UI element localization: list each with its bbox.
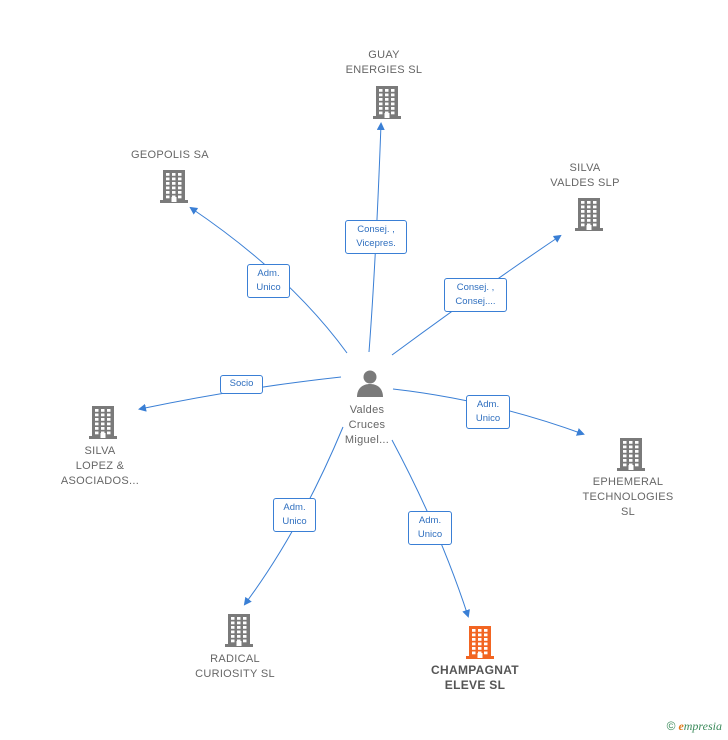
company-label-silva_lopez[interactable]: SILVA LOPEZ & ASOCIADOS... (60, 445, 140, 487)
building-icon[interactable] (370, 84, 404, 125)
company-label-silva_valdes[interactable]: SILVA VALDES SLP (550, 162, 620, 189)
building-icon[interactable] (614, 436, 648, 477)
edge-label-guay[interactable]: Consej. , Vicepres. (345, 220, 407, 254)
building-icon[interactable] (157, 168, 191, 209)
company-label-ephemeral[interactable]: EPHEMERAL TECHNOLOGIES SL (582, 476, 674, 518)
building-icon[interactable] (222, 612, 256, 653)
company-label-champagnat[interactable]: CHAMPAGNAT ELEVE SL (431, 663, 519, 692)
building-icon[interactable] (572, 196, 606, 237)
company-label-radical[interactable]: RADICAL CURIOSITY SL (195, 653, 275, 680)
center-person-label[interactable]: Valdes Cruces Miguel... (344, 404, 390, 446)
edge-label-champagnat[interactable]: Adm. Unico (408, 511, 452, 545)
edge-label-silva_valdes[interactable]: Consej. , Consej.... (444, 278, 507, 312)
copyright-symbol: © (666, 719, 676, 733)
building-icon[interactable] (86, 404, 120, 445)
empresia-credit: © empresia (667, 719, 722, 734)
edge-label-ephemeral[interactable]: Adm. Unico (466, 395, 510, 429)
empresia-logo-initial: e (678, 719, 684, 733)
building-icon[interactable] (463, 624, 497, 665)
empresia-logo-text: mpresia (683, 719, 722, 733)
person-icon (355, 368, 385, 403)
edge-label-geopolis[interactable]: Adm. Unico (247, 264, 290, 298)
edge-label-silva_lopez[interactable]: Socio (220, 375, 263, 394)
company-label-geopolis[interactable]: GEOPOLIS SA (131, 149, 209, 161)
edge-label-radical[interactable]: Adm. Unico (273, 498, 316, 532)
company-label-guay[interactable]: GUAY ENERGIES SL (345, 49, 423, 76)
